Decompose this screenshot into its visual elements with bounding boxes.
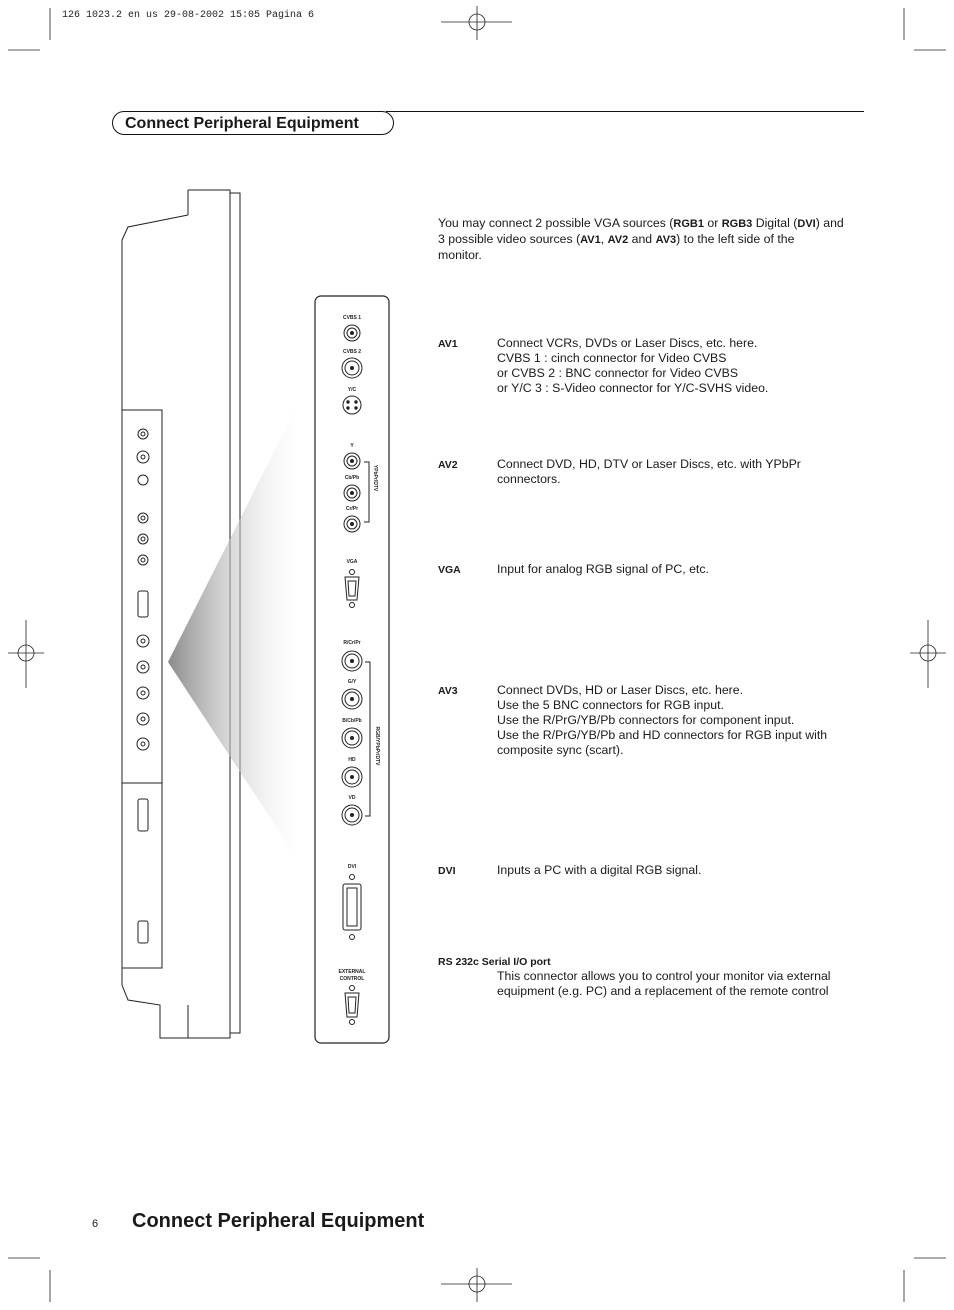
y-connector[interactable] [343, 452, 361, 470]
label-cbpb: Cb/Pb [345, 475, 359, 481]
label-bcbpb: B/Cb/Pb [342, 718, 361, 724]
print-slug: 126 1023.2 en us 29-08-2002 15:05 Pagina… [62, 10, 315, 21]
cvbs1-cinch-connector[interactable] [343, 324, 361, 342]
cbpb-connector[interactable] [343, 484, 361, 502]
dvi-connector[interactable] [342, 883, 362, 931]
vga-connector[interactable] [344, 576, 360, 601]
monitor-side-illustration [121, 189, 300, 1039]
desc-vga: Input for analog RGB signal of PC, etc. [497, 562, 709, 576]
section-title-tab: Connect Peripheral Equipment [112, 111, 394, 135]
desc-dvi: Inputs a PC with a digital RGB signal. [497, 863, 702, 877]
label-cvbs1: CVBS 1 [343, 315, 361, 321]
label-dvi: DVI [348, 864, 357, 870]
label-control: CONTROL [340, 976, 365, 982]
connector-panel: CVBS 1 CVBS 2 Y/C Y Cb/Pb Cr/Pr VGA R/Cr… [314, 295, 390, 1044]
label-av1: AV1 [438, 338, 458, 350]
footer-title: Connect Peripheral Equipment [132, 1210, 425, 1232]
label-yc: Y/C [348, 387, 357, 393]
yc-svideo-connector[interactable] [342, 395, 362, 415]
label-external: EXTERNAL [339, 969, 366, 975]
label-rs232: RS 232c Serial I/O port [438, 956, 551, 968]
group-label-ypbpr-dtv: YPbPr/DTV [372, 465, 378, 492]
desc-av1: Connect VCRs, DVDs or Laser Discs, etc. … [497, 336, 769, 395]
desc-av3: Connect DVDs, HD or Laser Discs, etc. he… [497, 683, 828, 757]
intro-paragraph: You may connect 2 possible VGA sources (… [438, 216, 844, 262]
label-gy: G/Y [348, 679, 357, 685]
desc-rs232: This connector allows you to control you… [497, 969, 831, 998]
crpr-connector[interactable] [343, 515, 361, 533]
desc-av2: Connect DVD, HD, DTV or Laser Discs, etc… [497, 457, 801, 486]
bcbpb-bnc-connector[interactable] [341, 727, 363, 749]
label-dvi-section: DVI [438, 865, 456, 877]
gy-bnc-connector[interactable] [341, 688, 363, 710]
label-rcrpr: R/Cr/Pr [343, 640, 360, 646]
hd-bnc-connector[interactable] [341, 766, 363, 788]
label-vga-section: VGA [438, 564, 461, 576]
label-crpr: Cr/Pr [346, 506, 358, 512]
group-label-rgb-ypbpr-dtv: RGB/YPbPr/DTV [374, 727, 380, 767]
label-y: Y [350, 443, 354, 449]
page-number: 6 [92, 1218, 99, 1230]
label-vga: VGA [347, 559, 358, 565]
rcrpr-bnc-connector[interactable] [341, 650, 363, 672]
label-av3: AV3 [438, 685, 458, 697]
label-vd: VD [349, 795, 356, 801]
header-rule [386, 111, 864, 112]
label-hd: HD [348, 757, 356, 763]
cvbs2-bnc-connector[interactable] [341, 357, 363, 379]
label-av2: AV2 [438, 459, 458, 471]
vd-bnc-connector[interactable] [341, 804, 363, 826]
label-cvbs2: CVBS 2 [343, 349, 361, 355]
rs232-connector[interactable] [344, 992, 360, 1018]
